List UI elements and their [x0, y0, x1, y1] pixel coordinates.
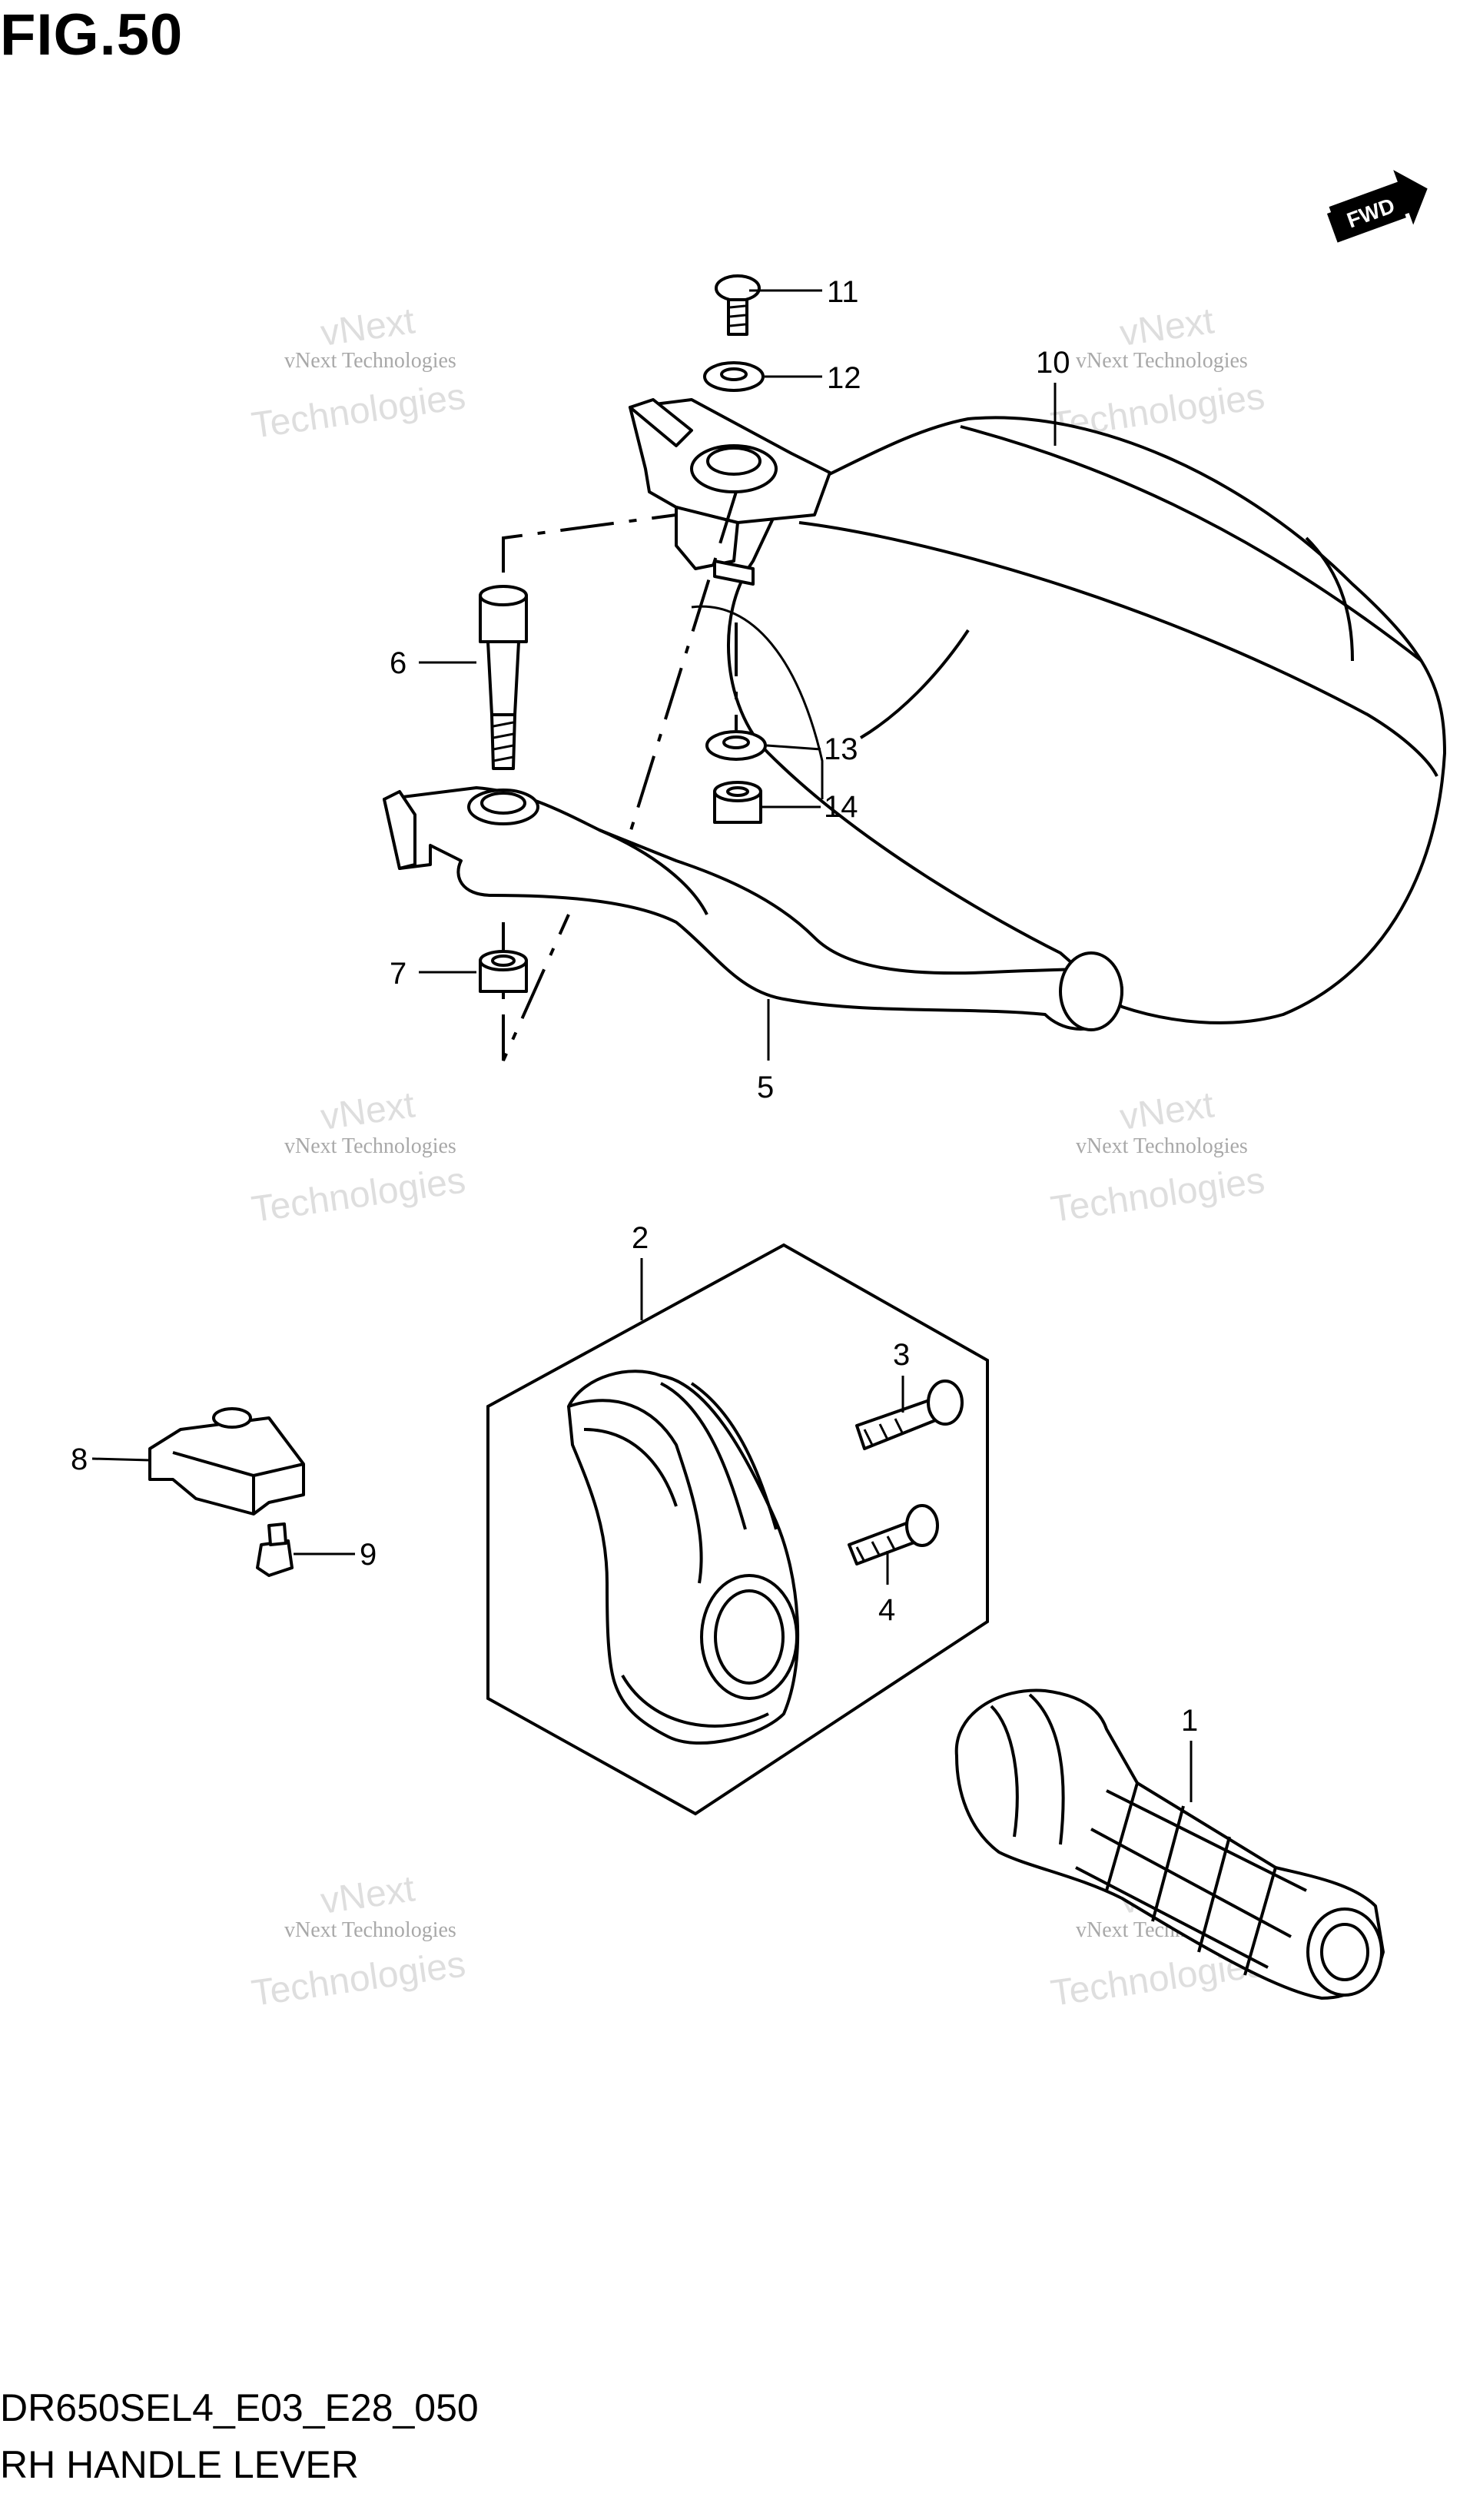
watermark-top-left: Technologies vNext vNext Technologies — [249, 300, 468, 447]
grip-part-1 — [954, 1688, 1385, 2000]
callout-3: 3 — [893, 1338, 910, 1372]
nut-part-7 — [479, 950, 528, 993]
callout-6: 6 — [390, 646, 406, 680]
washer-part-13 — [705, 730, 767, 761]
callout-7: 7 — [390, 957, 406, 991]
hand-guard-part-10 — [629, 398, 1446, 1024]
screw-part-11 — [715, 274, 761, 336]
figure-title: FIG.50 — [0, 2, 184, 68]
assembly-line-6 — [502, 513, 677, 573]
switch-part-8 — [148, 1407, 305, 1516]
watermark-text-medium: vNext — [318, 300, 417, 354]
watermark-top-right: Technologies vNext vNext Technologies — [1048, 300, 1267, 447]
watermark-middle-right: Technologies vNext vNext Technologies — [1048, 1084, 1267, 1230]
nut-part-14 — [713, 781, 762, 824]
callout-leaders — [91, 289, 1193, 1802]
watermark-text-large: Technologies — [1048, 1160, 1267, 1230]
callout-8: 8 — [71, 1443, 88, 1476]
callout-14: 14 — [824, 790, 858, 824]
watermark-text-large: Technologies — [249, 376, 468, 446]
watermark-text-small: vNext Technologies — [284, 1918, 456, 1942]
callout-4: 4 — [878, 1593, 895, 1627]
diagram-code: DR650SEL4_E03_E28_050 — [0, 2386, 479, 2429]
watermark-text-large: Technologies — [249, 1160, 468, 1230]
screw-part-4 — [848, 1504, 939, 1565]
callout-1: 1 — [1181, 1704, 1198, 1738]
watermark-text-large: Technologies — [249, 1944, 468, 2014]
callout-2: 2 — [632, 1221, 649, 1255]
callout-10: 10 — [1036, 346, 1070, 380]
diagram-name: RH HANDLE LEVER — [0, 2443, 359, 2486]
callout-5: 5 — [757, 1071, 774, 1104]
fwd-badge: FWD — [1326, 170, 1428, 243]
watermark-text-small: vNext Technologies — [284, 1134, 456, 1158]
watermark-bottom-left: Technologies vNext vNext Technologies — [249, 1868, 468, 2014]
callout-12: 12 — [827, 361, 861, 395]
bolt-part-6 — [479, 585, 528, 770]
watermark-text-small: vNext Technologies — [1076, 349, 1248, 373]
callout-9: 9 — [360, 1538, 377, 1572]
wire-curve — [691, 605, 824, 799]
watermark-text-medium: vNext — [1117, 1084, 1216, 1138]
brake-lever-part-5 — [383, 786, 1123, 1031]
callout-11: 11 — [827, 275, 859, 309]
callout-13: 13 — [824, 732, 858, 766]
watermark-text-medium: vNext — [1117, 300, 1216, 354]
screw-part-9 — [256, 1522, 294, 1577]
watermark-middle-left: Technologies vNext vNext Technologies — [249, 1084, 468, 1230]
watermark-text-medium: vNext — [318, 1084, 417, 1138]
assembly-line-bracket — [606, 491, 738, 908]
screw-part-3 — [855, 1380, 964, 1450]
throttle-housing-part-2 — [486, 1243, 989, 1816]
watermark-text-medium: vNext — [318, 1868, 417, 1922]
watermark-text-small: vNext Technologies — [1076, 1134, 1248, 1158]
watermark-text-small: vNext Technologies — [284, 349, 456, 373]
washer-part-12 — [703, 361, 765, 392]
